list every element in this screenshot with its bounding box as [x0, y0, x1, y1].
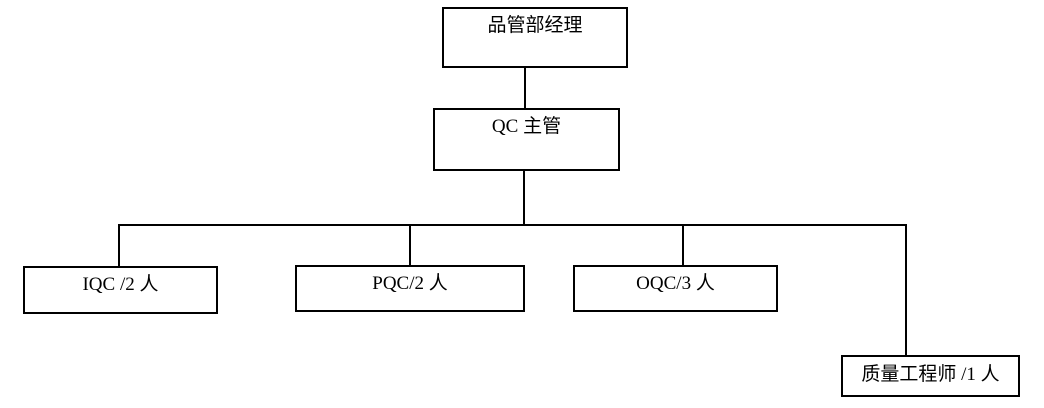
- connector-horizontal-rail: [118, 224, 907, 226]
- node-oqc: OQC/3 人: [573, 265, 778, 312]
- node-label: OQC/3 人: [636, 273, 715, 294]
- node-label: 质量工程师 /1 人: [861, 364, 1000, 385]
- node-label: PQC/2 人: [372, 273, 448, 294]
- node-iqc: IQC /2 人: [23, 266, 218, 314]
- connector-rail-to-oqc: [682, 224, 684, 265]
- node-quality-engineer: 质量工程师 /1 人: [841, 355, 1020, 397]
- connector-rail-to-iqc: [118, 224, 120, 266]
- connector-supervisor-to-rail: [523, 171, 525, 224]
- node-label: IQC /2 人: [82, 274, 159, 295]
- node-qc-supervisor: QC 主管: [433, 108, 620, 171]
- node-quality-department-manager: 品管部经理: [442, 7, 628, 68]
- connector-rail-to-pqc: [409, 224, 411, 265]
- connector-rail-to-quality-engineer: [905, 224, 907, 355]
- node-label: 品管部经理: [487, 15, 583, 36]
- node-pqc: PQC/2 人: [295, 265, 525, 312]
- node-label: QC 主管: [491, 116, 562, 137]
- connector-manager-to-supervisor: [524, 68, 526, 108]
